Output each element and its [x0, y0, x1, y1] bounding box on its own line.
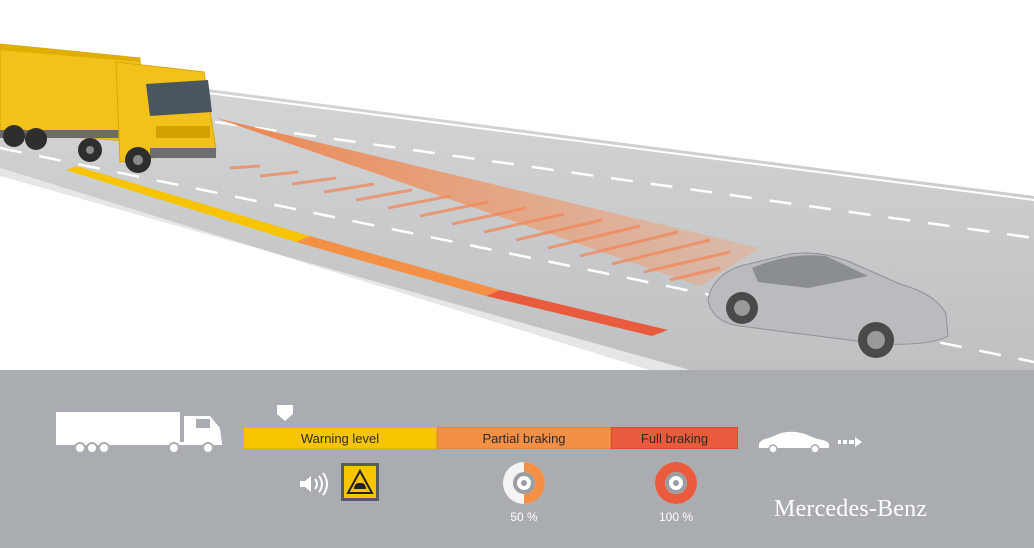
warning-level-bar: Warning level — [243, 427, 437, 449]
brake-disc-icon-partial — [503, 462, 545, 504]
warning-zone-strip — [66, 166, 310, 242]
car-ahead — [707, 252, 949, 358]
info-panel — [0, 370, 1034, 548]
partial-braking-percent: 50 % — [510, 510, 538, 524]
brake-partial-level — [524, 462, 545, 504]
motion-arrows-icon — [838, 437, 862, 447]
full-zone-strip — [486, 290, 668, 336]
car-roof-windows — [752, 255, 868, 288]
full-braking-bar: Full braking — [611, 427, 738, 449]
partial-braking-bar: Partial braking — [437, 427, 611, 449]
truck-wheel — [3, 125, 25, 147]
lane-markings — [0, 120, 1034, 364]
brake-full-level — [654, 462, 697, 504]
car-icon — [759, 431, 829, 454]
down-pointer-icon — [277, 405, 293, 421]
full-braking-percent: 100 % — [658, 510, 694, 524]
truck-wheel — [25, 128, 47, 150]
acoustic-warning-icon — [300, 472, 328, 496]
road-scene — [0, 43, 1034, 370]
truck-icon — [56, 412, 222, 454]
brand-wordmark: Mercedes-Benz — [774, 496, 928, 522]
partial-zone-strip — [296, 236, 500, 296]
visual-warning-icon — [341, 463, 379, 501]
brake-disc-icon-full — [654, 462, 697, 504]
road-edge-line — [199, 91, 1034, 201]
radar-short-range-stripes — [229, 164, 731, 282]
truck-windshield — [146, 80, 212, 116]
truck — [0, 43, 217, 173]
